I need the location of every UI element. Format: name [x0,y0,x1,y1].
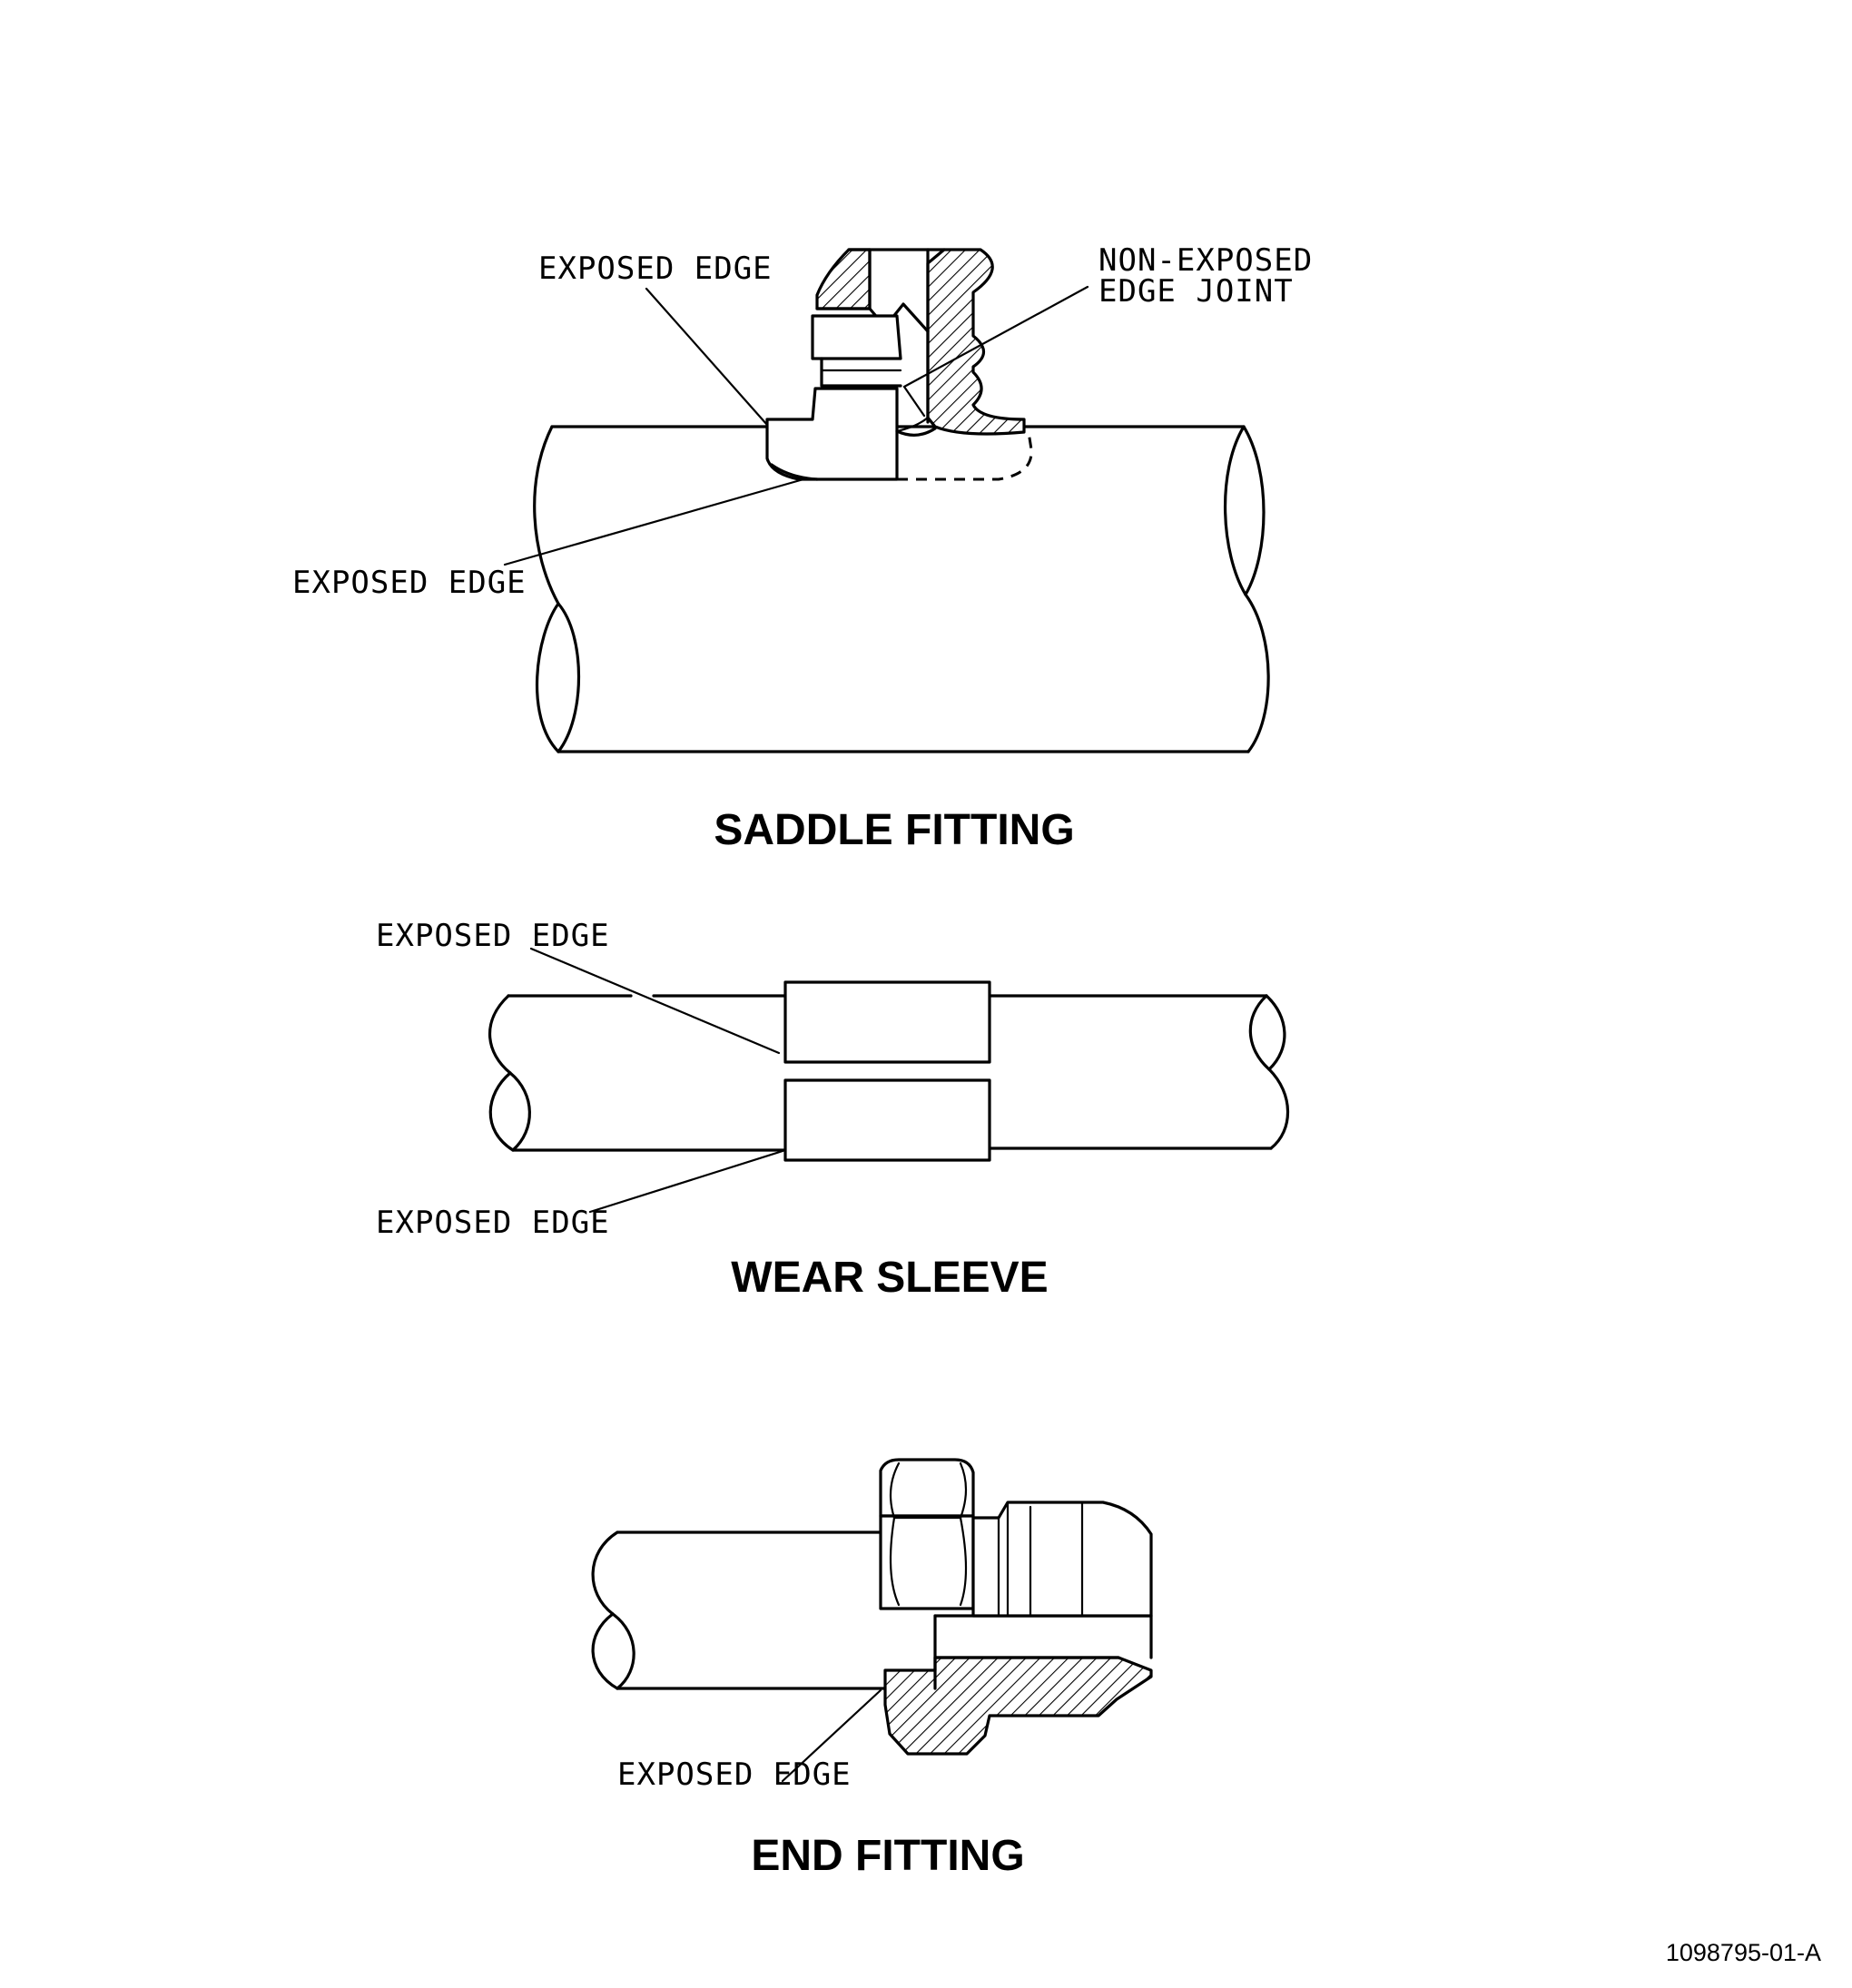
end-fitting-group: EXPOSED EDGE END FITTING [591,1458,1153,1880]
end-fitting-nut [879,1458,975,1610]
leader-non-exposed-2 [902,385,926,418]
saddle-fitting-title: SADDLE FITTING [714,806,1074,854]
leader-sleeve-exposed-top [529,947,781,1055]
leader-exposed-edge-top [645,287,769,427]
end-fitting-section [883,1656,1153,1756]
label-end-exposed-edge: EXPOSED EDGE [617,1757,852,1793]
label-sleeve-exposed-bottom: EXPOSED EDGE [376,1205,610,1241]
end-fitting-tube [591,1530,937,1690]
label-non-exposed-line2: EDGE JOINT [1098,273,1294,310]
wear-sleeve-group: EXPOSED EDGE EXPOSED EDGE WEAR SLEEVE [376,918,1290,1302]
saddle-pipe [533,425,1270,753]
label-non-exposed-line1: NON-EXPOSED [1098,242,1313,279]
end-fitting-title: END FITTING [751,1832,1024,1880]
wear-sleeve-title: WEAR SLEEVE [731,1254,1048,1302]
leader-exposed-edge-bottom [503,477,805,566]
saddle-fitting-body [765,248,1026,481]
label-sleeve-exposed-top: EXPOSED EDGE [376,918,610,954]
leader-end-exposed [781,1688,882,1783]
leader-sleeve-exposed-bottom [588,1149,784,1214]
figure-id: 1098795-01-A [1666,1939,1821,1966]
leader-non-exposed [902,285,1089,389]
wear-sleeve-lower [783,1078,991,1162]
wear-sleeve-upper [783,980,991,1064]
saddle-hidden-outline [897,431,1033,481]
wear-sleeve-pipe [488,994,1290,1152]
label-exposed-edge-top: EXPOSED EDGE [538,251,773,287]
label-exposed-edge-bottom: EXPOSED EDGE [292,565,527,601]
end-fitting-body [971,1501,1153,1618]
saddle-fitting-group: EXPOSED EDGE NON-EXPOSED EDGE JOINT EXPO… [292,242,1313,854]
